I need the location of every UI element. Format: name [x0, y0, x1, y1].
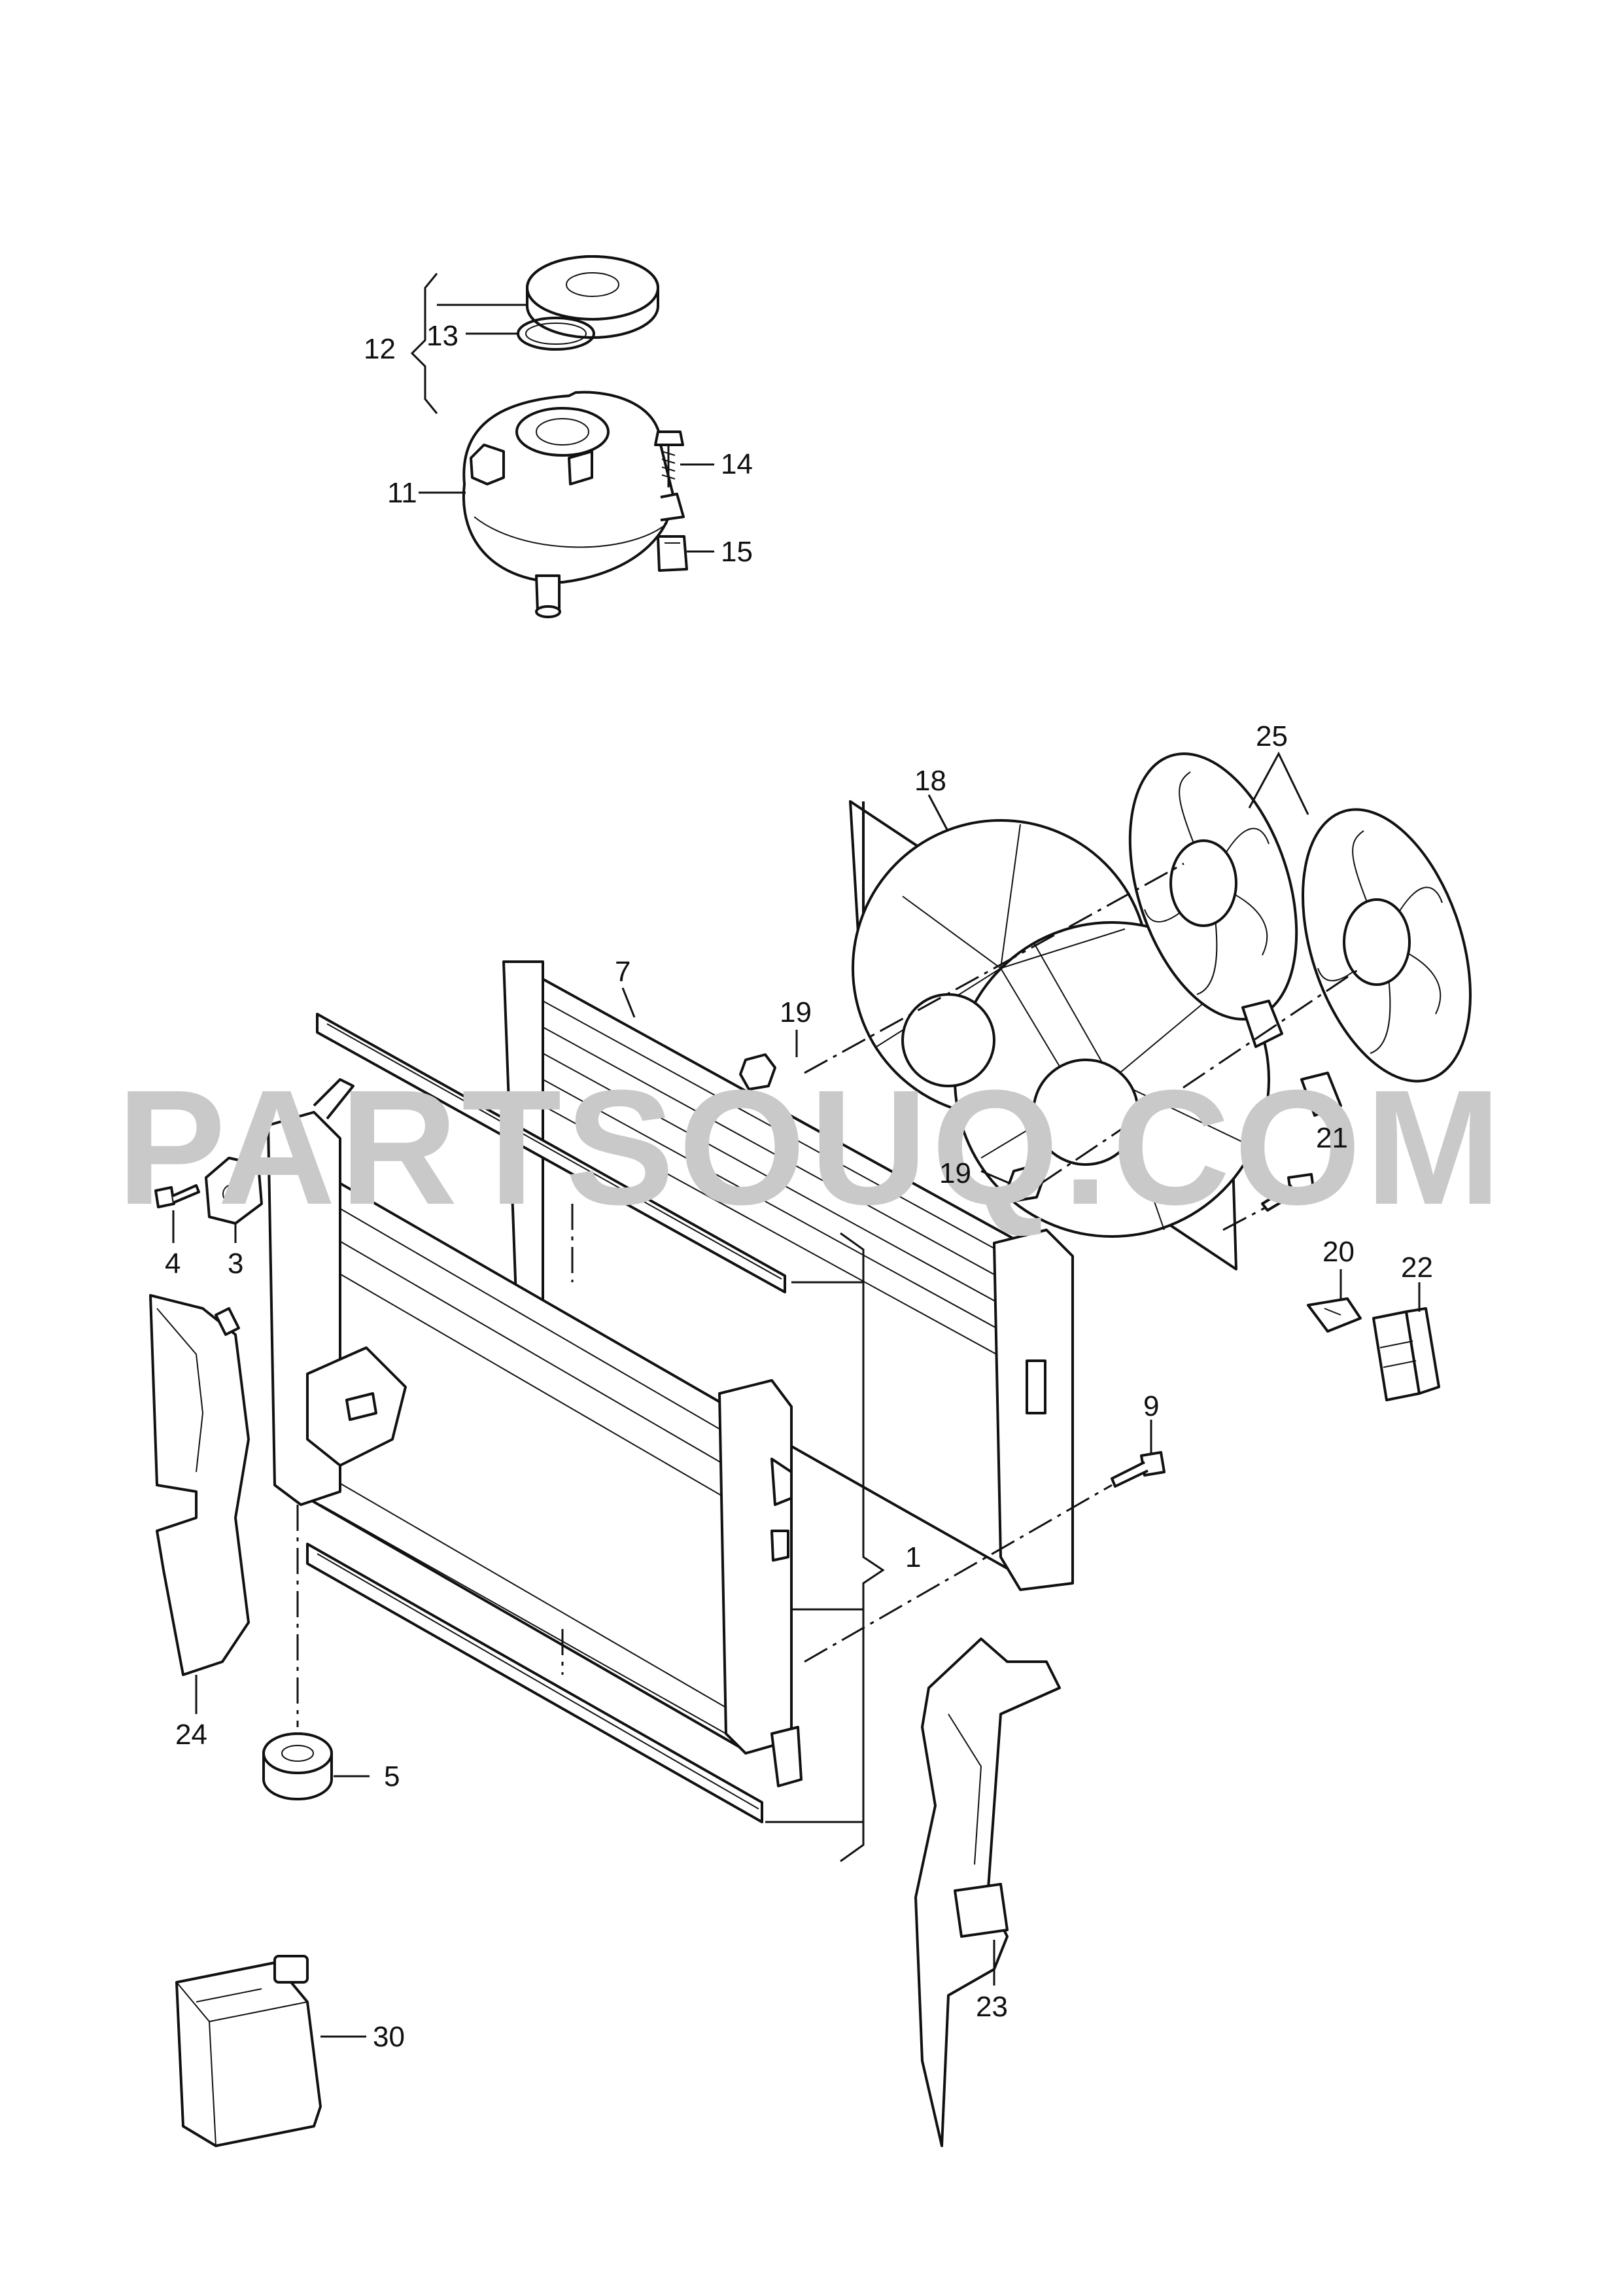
label-25: 25 [1256, 720, 1288, 752]
label-15: 15 [721, 536, 753, 568]
label-24: 24 [175, 1719, 207, 1751]
screw-4[interactable] [154, 1184, 200, 1208]
coolant-bottle[interactable] [175, 1955, 322, 2147]
label-1: 1 [905, 1541, 921, 1573]
screw-14[interactable] [654, 430, 684, 487]
label-30: 30 [373, 2021, 405, 2053]
clip-20[interactable] [1307, 1297, 1362, 1333]
coolant-expansion-tank-group [410, 255, 714, 618]
rubber-mount-5[interactable] [262, 1732, 333, 1800]
radiator-seal-upper[interactable] [316, 1013, 786, 1293]
bracket-3[interactable] [205, 1157, 263, 1225]
fan-shroud[interactable] [849, 800, 1270, 1270]
label-20: 20 [1322, 1236, 1355, 1268]
nut-19b[interactable] [1007, 1165, 1045, 1202]
expansion-tank[interactable] [462, 391, 685, 618]
label-13: 13 [426, 320, 458, 352]
label-4: 4 [165, 1248, 181, 1280]
radiator-seal-lower[interactable] [306, 1543, 763, 1823]
watermark-text: PARTSOUQ.COM [117, 1056, 1506, 1238]
label-19a: 19 [780, 996, 812, 1028]
radiator-main[interactable] [267, 1078, 803, 1787]
label-19b: 19 [939, 1157, 971, 1189]
tank-cap[interactable] [526, 255, 659, 339]
air-duct-right[interactable] [914, 1638, 1061, 2147]
label-3: 3 [228, 1248, 243, 1280]
label-5: 5 [384, 1761, 400, 1793]
screw-9[interactable] [1111, 1451, 1166, 1488]
label-21: 21 [1316, 1122, 1348, 1154]
label-9: 9 [1143, 1390, 1159, 1422]
label-11: 11 [387, 477, 417, 509]
label-7: 7 [615, 956, 631, 988]
label-23: 23 [976, 1991, 1008, 2023]
label-14: 14 [721, 448, 753, 480]
nut-19a[interactable] [739, 1053, 776, 1091]
clip-15[interactable] [657, 535, 688, 572]
screw-21[interactable] [1261, 1173, 1316, 1212]
label-12: 12 [364, 333, 396, 365]
holder-22[interactable] [1372, 1307, 1440, 1401]
fan-motor-right[interactable] [1271, 788, 1502, 1117]
air-duct-left[interactable] [149, 1294, 250, 1676]
fan-motor-left[interactable] [1099, 733, 1328, 1048]
label-18: 18 [914, 765, 946, 797]
label-22: 22 [1401, 1252, 1433, 1284]
